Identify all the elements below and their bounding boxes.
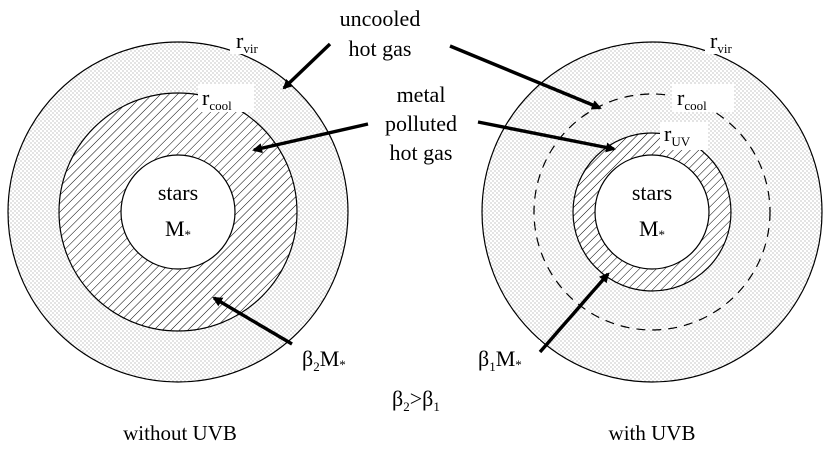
label-backing: [660, 122, 708, 150]
left-stars-label: stars: [158, 180, 198, 205]
metal-label-line2: polluted: [385, 111, 457, 136]
left-rcool-label: rcool: [202, 85, 232, 113]
metal-label-line3: hot gas: [390, 140, 453, 165]
right-halo: [481, 41, 823, 383]
right-rcool-label: rcool: [677, 85, 707, 113]
arrow-metal-left: [252, 122, 369, 154]
metal-label-line1: metal: [397, 82, 446, 107]
label-backing: [474, 340, 540, 372]
label-backing: [325, 4, 437, 64]
beta-comparison-label: β2>β1: [392, 386, 440, 414]
right-stars-label: stars: [632, 180, 672, 205]
arrow-uncooled-right: [449, 44, 602, 110]
uncooled-label-line1: uncooled: [340, 6, 421, 31]
left-stellar-mass-label: M*: [165, 216, 191, 242]
label-backing: [374, 80, 470, 166]
arrow-beta1-right: [538, 272, 610, 354]
left-rvir-label: rvir: [236, 28, 258, 56]
left-halo: [7, 41, 349, 383]
label-backing: [198, 84, 254, 112]
right-stellar-mass-label: M*: [639, 216, 665, 242]
label-backing: [705, 28, 745, 54]
arrow-metal-right: [477, 120, 616, 153]
right-caption: with UVB: [609, 421, 696, 445]
uncooled-label-line2: hot gas: [349, 36, 412, 61]
right-ruv-label: rUV: [664, 121, 691, 149]
right-stellar-core: [594, 154, 710, 270]
arrow-beta2-left: [212, 296, 293, 346]
beta1-mass-label: β1M*: [478, 346, 522, 374]
arrows: [212, 42, 616, 354]
label-backing: [672, 84, 734, 112]
label-backing: [230, 28, 268, 54]
arrow-uncooled-left: [282, 42, 332, 90]
left-stellar-core: [120, 154, 236, 270]
left-caption: without UVB: [123, 421, 237, 445]
label-backing: [298, 340, 370, 372]
right-rvir-label: rvir: [710, 28, 732, 56]
beta2-mass-label: β2M*: [302, 346, 346, 374]
right-cooling-radius-dashed: [533, 93, 771, 331]
